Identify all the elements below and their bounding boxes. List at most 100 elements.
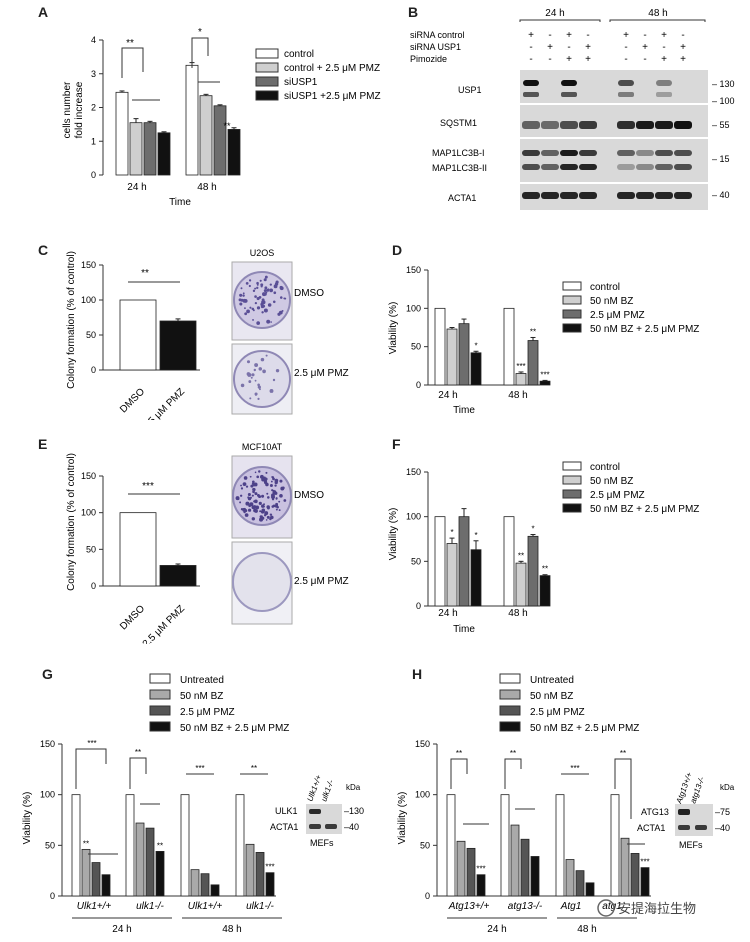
panel-e-colony-dmso-32 — [259, 510, 262, 513]
panel-c-colony-dmso-6 — [270, 321, 273, 323]
panel-g-legend-1: Untreated — [180, 675, 224, 686]
panel-c-colony-pmz-13 — [254, 379, 257, 382]
panel-g-sig-0-1: ** — [83, 839, 89, 848]
panel-g-group-2: ulk1-/- — [136, 901, 164, 912]
panel-a-sig-bar: ** — [223, 121, 231, 131]
panel-h-time-48h: 48 h — [577, 924, 596, 935]
panel-a-bar-1-3 — [227, 129, 241, 176]
panel-c-colony-dmso-69 — [246, 309, 250, 314]
panel-b-band-usp1-4 — [618, 80, 634, 86]
panel-b-band-lc3-ii-6 — [655, 164, 673, 170]
panel-b-band-lc3-i-6 — [655, 150, 673, 156]
panel-b-band-sqstm1-7 — [674, 121, 692, 129]
panel-g-bracket-label-4: *** — [195, 764, 204, 773]
panel-b-sign-0-1: - — [548, 30, 551, 41]
panel-c-colony-pmz-16 — [253, 368, 257, 372]
panel-d-sig-0: * — [474, 341, 477, 350]
panel-c-colony-dmso-64 — [244, 307, 246, 310]
panel-e-colony-dmso-73 — [261, 504, 265, 508]
panel-b-band-lc3-ii-5 — [636, 164, 654, 170]
panel-g-chart: Untreated 50 nM BZ 2.5 μM PMZ 50 nM BZ +… — [22, 673, 364, 935]
panel-c-colony-dmso-41 — [284, 297, 287, 300]
panel-e-colony-dmso-53 — [261, 519, 263, 522]
panel-b-band-acta1-1 — [541, 192, 559, 199]
panel-b-band-acta1-7 — [674, 192, 692, 199]
panel-letter-g: G — [42, 666, 53, 682]
panel-d-ytick-0: 0 — [416, 380, 421, 390]
panel-c-colonies-dmso — [238, 275, 287, 325]
panel-a-bar-0-1 — [129, 122, 143, 176]
panel-e-colony-dmso-74 — [258, 495, 262, 499]
panel-e-plate-label-pmz: 2.5 μM PMZ — [294, 576, 349, 587]
panel-c-colony-dmso-2 — [266, 319, 271, 324]
panel-c-colony-dmso-62 — [251, 307, 255, 311]
panel-a-legend-swatch-4 — [255, 90, 279, 101]
panel-h-legend-swatch-4 — [499, 721, 521, 732]
panel-e-colony-dmso-106 — [278, 509, 281, 512]
panel-e-colony-dmso-56 — [251, 517, 256, 521]
panel-c-plate-pmz — [233, 350, 291, 408]
panel-d-bar-1-1 — [515, 373, 527, 386]
panel-d-xtick-48h: 48 h — [508, 390, 527, 401]
panel-a-legend-1: control — [284, 49, 314, 60]
panel-g-legend-3: 2.5 μM PMZ — [180, 707, 235, 718]
panel-f-legend: control 50 nM BZ 2.5 μM PMZ 50 nM BZ + 2… — [562, 461, 699, 515]
panel-c-colonies-pmz — [240, 354, 280, 400]
panel-e-colony-dmso-46 — [264, 477, 268, 481]
panel-c-colony-dmso-48 — [278, 310, 283, 315]
panel-e-colony-dmso-30 — [261, 477, 266, 482]
panel-g-group-1: Ulk1+/+ — [77, 901, 112, 912]
panel-e-colony-dmso-97 — [249, 475, 252, 478]
panel-e-plate-label-dmso: DMSO — [294, 490, 324, 501]
panel-d-sig-2: ** — [530, 327, 536, 336]
panel-g-bar-2-2 — [200, 873, 210, 897]
panel-h-bar-3-3 — [640, 867, 650, 897]
panel-g-legend-swatch-1 — [149, 673, 171, 684]
panel-c-colony-dmso-26 — [273, 284, 278, 289]
panel-h-bracket-0 — [450, 758, 468, 789]
panel-b-band-lc3-i-3 — [579, 150, 597, 156]
panel-f-ytick-0: 0 — [416, 601, 421, 611]
panel-c-colony-dmso-58 — [279, 286, 284, 291]
panel-b-sign-1-5: + — [642, 42, 648, 53]
panel-e-colony-dmso-59 — [272, 477, 275, 481]
panel-c-colony-dmso-60 — [252, 318, 254, 321]
panel-b-membrane — [520, 70, 708, 210]
panel-g-group-3: Ulk1+/+ — [188, 901, 223, 912]
panel-c-colony-dmso-63 — [261, 300, 265, 304]
panel-e-colony-dmso-104 — [254, 499, 258, 504]
panel-b-sign-grid: +-+-+-+--+-+-+-+--++--++ — [528, 30, 686, 65]
panel-c-colony-dmso-32 — [265, 291, 268, 294]
panel-h-legend-4: 50 nM BZ + 2.5 μM PMZ — [530, 723, 639, 734]
panel-e-ytick-2: 100 — [81, 508, 96, 518]
panel-g-legend-swatch-2 — [149, 689, 171, 700]
panel-e-ytick-0: 0 — [91, 581, 96, 591]
panel-h-bar-2-2 — [575, 870, 585, 897]
panel-b-row-label-3: Pimozide — [410, 54, 447, 64]
panel-a-ytick-3: 3 — [91, 69, 96, 79]
panel-c-colony-dmso-52 — [256, 306, 261, 310]
panel-h-bar-1-1 — [510, 824, 520, 897]
panel-c-colony-pmz-1 — [272, 378, 276, 382]
panel-h-bracket-5 — [614, 758, 632, 819]
panel-h-blot-label-atg13: ATG13 — [641, 807, 669, 817]
panel-b-band-lc3-i-2 — [560, 150, 578, 156]
panel-d-ytick-1: 50 — [411, 342, 421, 352]
panel-a-ylabel-2: fold increase — [74, 81, 85, 138]
panel-e-colony-dmso-79 — [265, 519, 268, 521]
panel-e-colony-dmso-52 — [248, 504, 252, 508]
panel-g-legend-4: 50 nM BZ + 2.5 μM PMZ — [180, 723, 289, 734]
panel-f-ylabel: Viability (%) — [388, 508, 399, 561]
panel-b-kda-40: – 40 — [712, 190, 730, 200]
panel-h-legend: Untreated 50 nM BZ 2.5 μM PMZ 50 nM BZ +… — [499, 673, 639, 734]
panel-h-bracket-label-2: ** — [510, 749, 516, 758]
panel-e-colony-dmso-87 — [258, 470, 261, 473]
panel-c-colony-pmz-21 — [262, 369, 266, 374]
panel-h-blot-band-acta1-2 — [695, 825, 707, 830]
panel-e-colony-dmso-50 — [245, 501, 250, 506]
panel-g-bar-0-1 — [81, 848, 91, 897]
